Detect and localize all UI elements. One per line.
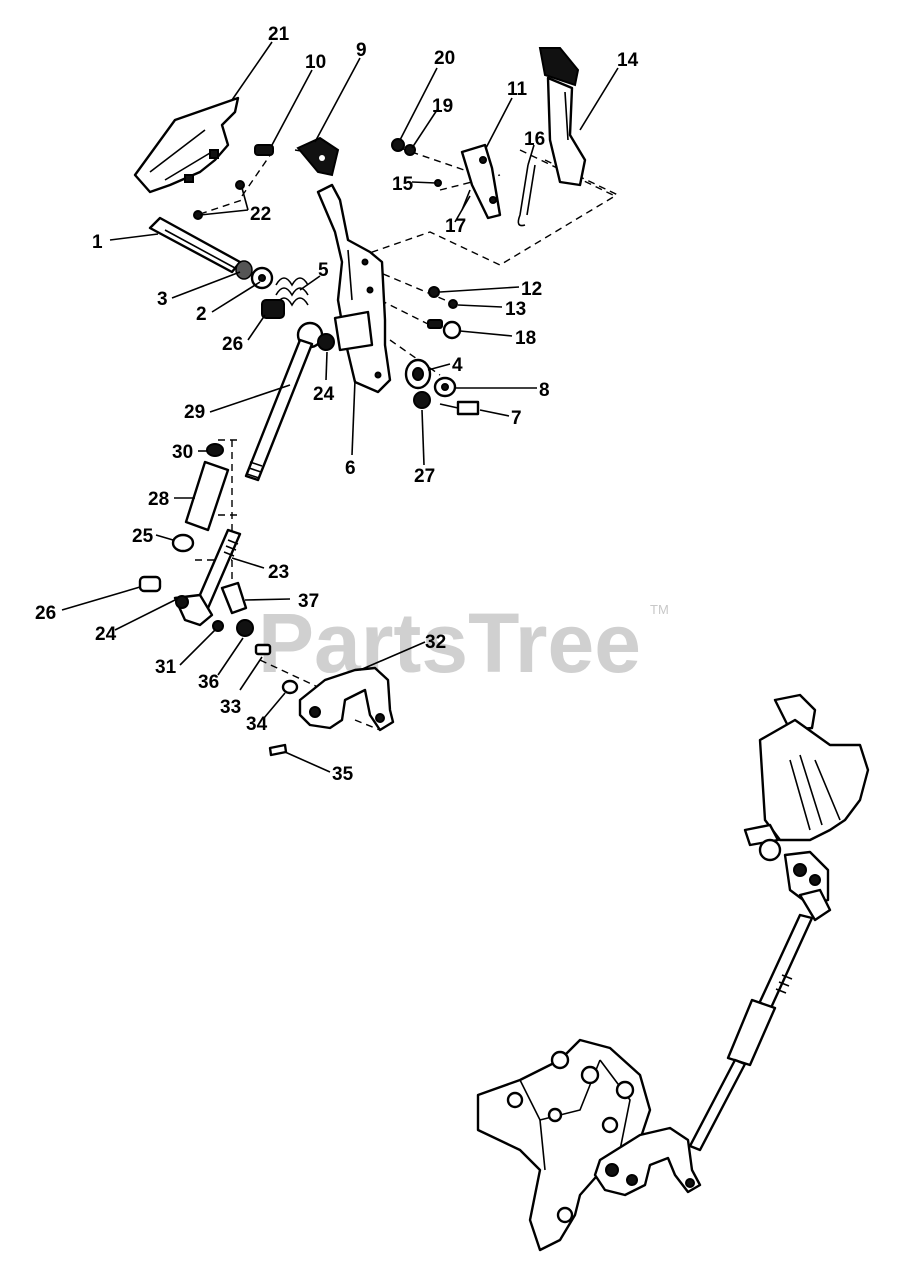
part-24-joint-lower: [173, 593, 214, 627]
callout-37: 37: [298, 591, 319, 612]
callout-35: 35: [332, 764, 354, 785]
callout-36: 36: [198, 672, 219, 693]
callout-labels: 21 10 9 20 19 11 14 16 15 17 22 1 5 12 3…: [35, 24, 639, 785]
callout-32: 32: [425, 632, 446, 653]
part-33-pin: [254, 643, 272, 656]
part-6-lever: [316, 183, 392, 394]
callout-25: 25: [132, 526, 154, 547]
part-37-clip: [220, 581, 248, 615]
callout-13: 13: [505, 299, 526, 320]
part-25-nut: [171, 533, 195, 553]
callout-17: 17: [445, 216, 466, 237]
callout-27: 27: [414, 466, 435, 487]
part-34-washer: [281, 679, 299, 695]
leader-lines: [61, 41, 619, 773]
callout-12: 12: [521, 279, 542, 300]
part-26-adjuster-lower: [138, 575, 162, 593]
callout-24-lower: 24: [95, 624, 117, 645]
part-14-pedal: [538, 47, 587, 187]
part-20-nut: [391, 138, 405, 152]
callout-1: 1: [92, 232, 103, 253]
part-28-turnbuckle: [184, 460, 230, 532]
callout-19: 19: [432, 96, 453, 117]
callout-29: 29: [184, 402, 205, 423]
part-31-washer: [212, 620, 224, 632]
callout-2: 2: [196, 304, 207, 325]
part-9-plate: [296, 136, 340, 177]
part-13-washer: [448, 299, 458, 309]
callout-31: 31: [155, 657, 177, 678]
assembled-view: [476, 693, 870, 1252]
part-30-nut: [206, 443, 224, 457]
callout-21: 21: [268, 24, 290, 45]
callout-33: 33: [220, 697, 241, 718]
callout-14: 14: [617, 50, 639, 71]
callout-23: 23: [268, 562, 289, 583]
watermark-trademark: TM: [650, 602, 669, 617]
part-32-arm: [298, 666, 395, 732]
callout-3: 3: [157, 289, 168, 310]
part-21-bracket: [133, 96, 245, 220]
callout-8: 8: [539, 380, 550, 401]
callout-26-upper: 26: [222, 334, 243, 355]
callout-15: 15: [392, 174, 414, 195]
callout-26-lower: 26: [35, 603, 56, 624]
callout-5: 5: [318, 260, 329, 281]
watermark-text: PartsTree: [258, 596, 641, 690]
callout-16: 16: [524, 129, 545, 150]
callout-34: 34: [246, 714, 268, 735]
part-35-pin: [268, 743, 288, 757]
callout-9: 9: [356, 40, 367, 61]
callout-20: 20: [434, 48, 455, 69]
part-8-washer: [433, 376, 457, 398]
callout-18: 18: [515, 328, 536, 349]
part-36-nut: [236, 619, 254, 637]
part-10-bolt: [254, 144, 274, 156]
callout-28: 28: [148, 489, 169, 510]
callout-24-upper: 24: [313, 384, 335, 405]
callout-4: 4: [452, 355, 463, 376]
callout-11: 11: [507, 79, 528, 100]
part-1-shaft: [148, 216, 242, 274]
part-27-nut: [413, 391, 431, 409]
part-16-rod: [517, 164, 536, 227]
part-29-rod: [244, 338, 314, 482]
part-3-washer: [235, 260, 253, 280]
part-7-bolt: [439, 400, 480, 416]
callout-6: 6: [345, 458, 356, 479]
part-18-bolt: [427, 319, 462, 340]
part-12-nut: [428, 286, 440, 298]
callout-10: 10: [305, 52, 326, 73]
part-4-bushing: [404, 358, 432, 390]
part-26-adjuster-upper: [261, 299, 285, 319]
callout-22: 22: [250, 204, 271, 225]
callout-7: 7: [511, 408, 522, 429]
part-11-bracket: [460, 143, 502, 220]
callout-30: 30: [172, 442, 193, 463]
